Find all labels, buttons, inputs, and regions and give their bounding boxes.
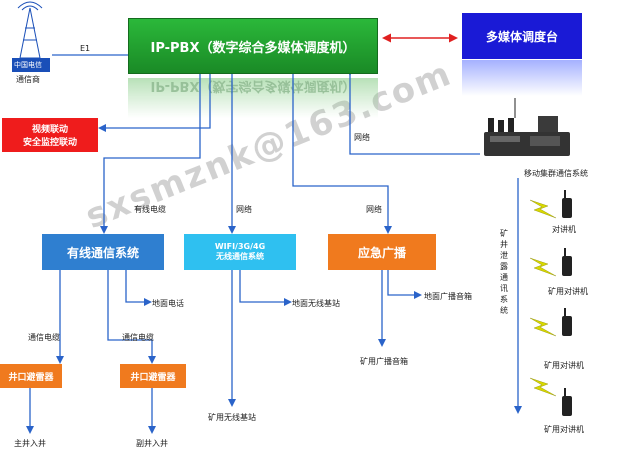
net-label-1: 网络 bbox=[354, 133, 370, 142]
wifi-label-1: WIFI/3G/4G bbox=[214, 242, 266, 251]
mine-wireless-label: 矿用无线基站 bbox=[208, 413, 256, 422]
shaft-arrester-2-label: 井口避雷器 bbox=[130, 372, 176, 383]
comm-cable-label-1: 通信电缆 bbox=[28, 333, 60, 342]
main-shaft-label: 主井入井 bbox=[14, 439, 46, 448]
link-ground-wireless bbox=[239, 270, 292, 306]
ippbx-node: IP-PBX（数字综合多媒体调度机） bbox=[128, 18, 378, 74]
wifi-node: WIFI/3G/4G 无线通信系统 bbox=[184, 234, 296, 270]
link-shaft2b bbox=[107, 300, 156, 364]
broadcast-node: 应急广播 bbox=[328, 234, 436, 270]
telecom-logo-text: 中国电信 bbox=[14, 61, 42, 69]
link-wired bbox=[100, 74, 201, 234]
dispatch-label: 多媒体调度台 bbox=[485, 29, 558, 44]
telecom-logo-icon bbox=[12, 58, 50, 72]
wired-node: 有线通信系统 bbox=[42, 234, 164, 270]
ground-speaker-label: 地面广播音箱 bbox=[424, 292, 472, 301]
link-ground-phone bbox=[125, 270, 152, 306]
walkie-label-1: 对讲机 bbox=[552, 225, 576, 234]
e1-label: E1 bbox=[80, 44, 91, 53]
wifi-label-2: 无线通信系统 bbox=[216, 252, 264, 261]
dispatch-node: 多媒体调度台 bbox=[462, 13, 582, 59]
ground-phone-label: 地面电话 bbox=[152, 299, 184, 308]
walkie-label-2: 矿用对讲机 bbox=[548, 287, 588, 296]
dispatch-reflection bbox=[462, 60, 582, 96]
video-node: 视频联动 安全监控联动 bbox=[2, 118, 98, 152]
broadcast-label: 应急广播 bbox=[357, 245, 406, 260]
mobile-label: 移动集群通信系统 bbox=[524, 169, 588, 178]
walkie-label-4: 矿用对讲机 bbox=[544, 425, 584, 434]
comm-cable-label-2: 通信电缆 bbox=[122, 333, 154, 342]
wired-cable-label: 有线电缆 bbox=[134, 205, 166, 214]
ippbx-reflection: IP-PBX（数字综合多媒体调度机） bbox=[128, 78, 378, 118]
tower-icon bbox=[17, 1, 43, 59]
video-label-2: 安全监控联动 bbox=[22, 138, 77, 148]
video-label-1: 视频联动 bbox=[31, 125, 68, 135]
shaft-arrester-1-label: 井口避雷器 bbox=[8, 372, 54, 383]
ippbx-label: IP-PBX（数字综合多媒体调度机） bbox=[150, 40, 356, 56]
telecom-label: 通信商 bbox=[16, 75, 40, 84]
net-label-3: 网络 bbox=[366, 205, 382, 214]
link-broadcast bbox=[292, 74, 392, 234]
walkie-icons bbox=[562, 190, 572, 416]
aux-shaft-label: 副井入井 bbox=[136, 439, 168, 448]
link-mobile bbox=[346, 68, 480, 155]
shaft-arrester-2: 井口避雷器 bbox=[120, 364, 186, 388]
leaky-system-label: 矿井泄露通讯系统 bbox=[500, 229, 508, 315]
net-label-2: 网络 bbox=[236, 205, 252, 214]
link-ground-speaker bbox=[387, 270, 422, 299]
walkie-label-3: 矿用对讲机 bbox=[544, 361, 584, 370]
mine-speaker-label: 矿用广播音箱 bbox=[360, 357, 408, 366]
wired-label: 有线通信系统 bbox=[66, 245, 139, 260]
link-video bbox=[98, 74, 211, 132]
lightning-icons bbox=[529, 199, 557, 397]
ground-wireless-label: 地面无线基站 bbox=[292, 299, 340, 308]
shaft-arrester-1: 井口避雷器 bbox=[0, 364, 62, 388]
radio-equipment-icon bbox=[484, 98, 570, 156]
